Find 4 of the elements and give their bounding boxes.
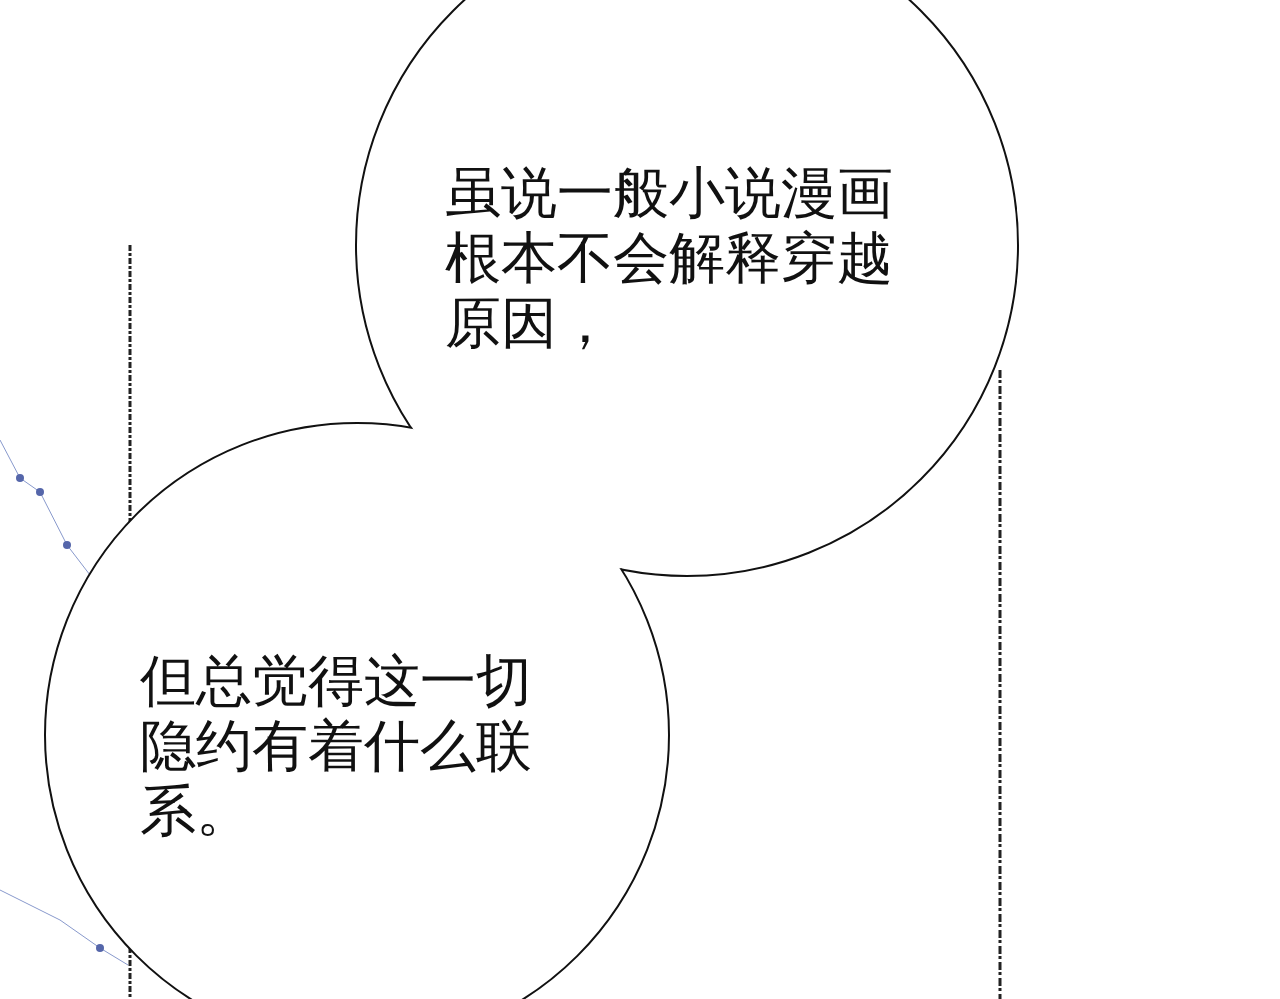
dialogue-text: 但总觉得这一切隐约有着什么联系。 xyxy=(140,648,533,843)
speech-bubble xyxy=(45,423,669,999)
speech-bubble xyxy=(356,0,1018,576)
dialogue-text: 虽说一般小说漫画根本不会解释穿越原因， xyxy=(445,160,894,355)
